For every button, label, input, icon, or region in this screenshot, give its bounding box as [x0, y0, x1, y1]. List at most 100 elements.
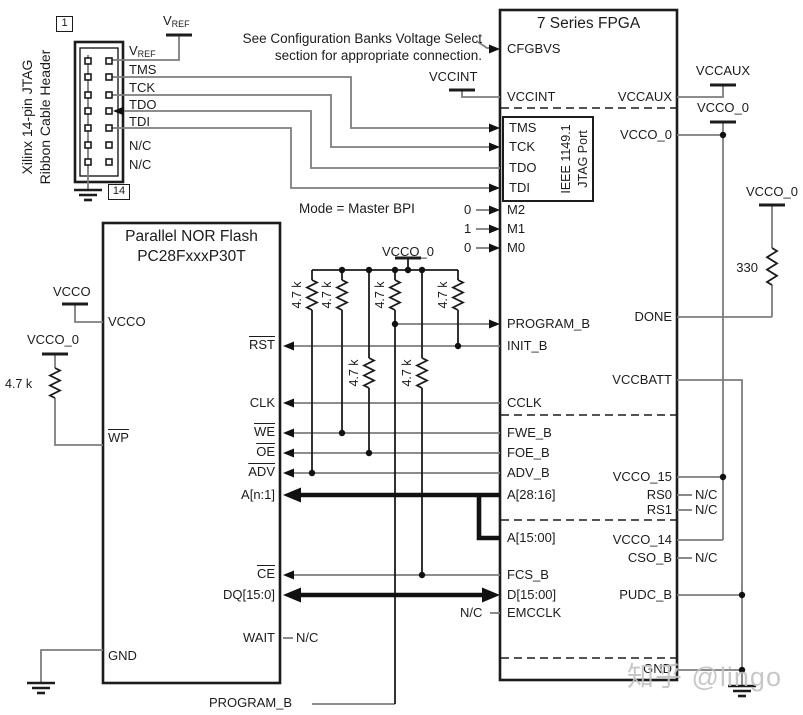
fpga-pin-d15-00: D[15:00]	[507, 587, 557, 602]
vccint-power-label: VCCINT	[429, 69, 478, 84]
jtag-header-title-line2: Ribbon Cable Header	[37, 49, 53, 185]
signal-wires	[40, 35, 773, 705]
r47k-label-5: 4.7 k	[347, 359, 361, 387]
rs1-nc-label: N/C	[695, 502, 718, 517]
cso-b-nc-label: N/C	[695, 550, 718, 565]
note-line1: See Configuration Banks Voltage Select	[242, 31, 482, 46]
header-pin1-label: 1	[56, 16, 73, 32]
flash-pin-wp: WP	[108, 430, 129, 445]
fpga-pin-fcs-b: FCS_B	[507, 567, 549, 582]
flash-pin-dq: DQ[15:0]	[222, 587, 275, 602]
r47k-label-6: 4.7 k	[400, 359, 414, 387]
mode-annotation: Mode = Master BPI	[299, 201, 415, 216]
fpga-pin-m1: M1	[507, 221, 526, 236]
flash-title-line2: PC28FxxxP30T	[137, 248, 246, 265]
jtag-port-box	[502, 116, 594, 202]
fpga-pin-fwe-b: FWE_B	[507, 425, 552, 440]
fpga-pin-foe-b: FOE_B	[507, 445, 550, 460]
r47k-label-3: 4.7 k	[373, 281, 387, 309]
fpga-pin-m0: M0	[507, 240, 526, 255]
fpga-pin-cclk: CCLK	[507, 395, 542, 410]
fpga-pin-vccaux: VCCAUX	[617, 89, 672, 104]
fpga-pin-cso-b: CSO_B	[627, 550, 672, 565]
header-pin-tms: TMS	[129, 62, 157, 77]
power-symbols	[42, 33, 785, 356]
flash-pin-ce: CE	[256, 566, 275, 581]
vcco-0-done-power-label: VCCO_0	[745, 184, 799, 199]
header-pin14-label: 14	[108, 184, 130, 200]
fpga-pin-vcco-15: VCCO_15	[612, 469, 672, 484]
fpga-pin-emcclk: EMCCLK	[507, 605, 562, 620]
ground-symbols	[27, 188, 756, 698]
m1-value: 1	[464, 221, 472, 236]
fpga-pin-init-b: INIT_B	[507, 338, 548, 353]
resistor-330-label: 330	[736, 260, 758, 275]
vcco-0-rail-power-label: VCCO_0	[696, 100, 750, 115]
fpga-pin-a28-16: A[28:16]	[507, 487, 556, 502]
flash-pin-clk: CLK	[249, 395, 275, 410]
vcco-0-pullups-power-label: VCCO_0	[381, 244, 435, 259]
r47k-wp-label: 4.7 k	[5, 377, 33, 391]
fpga-pin-done: DONE	[634, 309, 672, 324]
fpga-pin-pudc-b: PUDC_B	[619, 587, 672, 602]
header-pin-nc2: N/C	[129, 157, 152, 172]
header-pin-squares	[84, 57, 113, 166]
resistor-330	[765, 247, 779, 286]
vcco-flash-power-label: VCCO	[53, 284, 91, 299]
header-pin-tdi: TDI	[129, 114, 150, 129]
vcco-0-wp-power-label: VCCO_0	[27, 332, 80, 347]
header-pin-vref: VREF	[129, 43, 156, 59]
header-pin-nc1: N/C	[129, 138, 152, 153]
r47k-label-4: 4.7 k	[436, 281, 450, 309]
fpga-pin-m2: M2	[507, 202, 526, 217]
fpga-pin-rs1: RS1	[646, 502, 672, 517]
fpga-pin-tck: TCK	[509, 139, 535, 154]
vref-power-label: VREF	[163, 13, 190, 29]
fpga-pin-a15-00: A[15:00]	[507, 530, 556, 545]
fpga-title: 7 Series FPGA	[536, 15, 641, 32]
flash-pin-vcco: VCCO	[108, 314, 146, 329]
header-pin-tck: TCK	[129, 80, 155, 95]
m2-value: 0	[464, 202, 472, 217]
fpga-pin-gnd: GND	[643, 661, 672, 676]
note-line2: section for appropriate connection.	[274, 48, 482, 63]
flash-pin-rst: RST	[249, 337, 275, 352]
flash-title-line1: Parallel NOR Flash	[125, 228, 258, 245]
junction-dots	[308, 131, 746, 674]
flash-pin-gnd: GND	[108, 648, 137, 663]
m0-value: 0	[464, 240, 472, 255]
flash-pin-we: WE	[254, 424, 275, 439]
fpga-pin-tdi: TDI	[509, 180, 530, 195]
flash-pin-adv: ADV	[248, 464, 275, 479]
fpga-box	[498, 8, 679, 682]
flash-box	[101, 221, 282, 685]
resistor-wp-pullup	[47, 367, 63, 399]
watermark: 知乎 @lingo	[627, 662, 782, 692]
flash-pin-oe: OE	[256, 444, 275, 459]
wait-nc-label: N/C	[296, 630, 319, 645]
address-bus	[297, 492, 500, 541]
fpga-pin-vcco-14: VCCO_14	[612, 532, 672, 547]
emcclk-nc-label: N/C	[460, 605, 483, 620]
flash-pin-wait: WAIT	[242, 630, 275, 645]
fpga-pin-vcco-0: VCCO_0	[619, 127, 672, 142]
fpga-pin-program-b: PROGRAM_B	[507, 316, 591, 331]
program-b-net-label: PROGRAM_B	[209, 695, 293, 710]
vccaux-power-label: VCCAUX	[695, 63, 751, 78]
r47k-label-2: 4.7 k	[320, 281, 334, 309]
arrowheads	[113, 44, 500, 603]
pullup-network	[304, 258, 466, 704]
fpga-dashed-separators	[501, 107, 676, 659]
fpga-pin-vccbatt: VCCBATT	[612, 372, 672, 387]
fpga-pin-vccint: VCCINT	[507, 89, 556, 104]
fpga-pin-tdo: TDO	[509, 160, 537, 175]
fpga-pin-tms: TMS	[509, 120, 537, 135]
config-banks-note: See Configuration Banks Voltage Select s…	[195, 30, 482, 64]
fpga-pin-adv-b: ADV_B	[507, 465, 550, 480]
header-pin-tdo: TDO	[129, 97, 157, 112]
jtag-header-title-line1: Xilinx 14-pin JTAG	[19, 59, 35, 175]
rs0-nc-label: N/C	[695, 487, 718, 502]
fpga-pin-cfgbvs: CFGBVS	[507, 41, 561, 56]
r47k-label-1: 4.7 k	[290, 281, 304, 309]
